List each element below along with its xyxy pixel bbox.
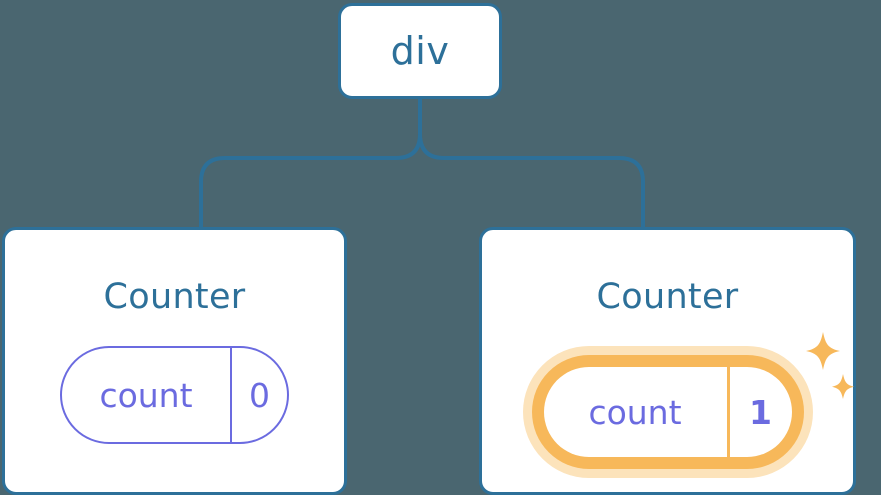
component-title: Counter [103, 277, 246, 317]
state-pill-highlight-glow: count 1 [522, 332, 854, 478]
state-pill-key-cell: count [544, 367, 730, 457]
sparkle-large-icon [805, 332, 840, 370]
state-key-label: count [99, 375, 193, 415]
state-pill-count[interactable]: count 0 [60, 346, 289, 444]
state-pill-wrapper-highlighted: count 1 [522, 332, 854, 478]
root-node-div[interactable]: div [338, 3, 502, 99]
state-pill-value-cell: 1 [730, 367, 792, 457]
state-pill-key-cell: count [62, 348, 232, 442]
component-card-counter-right[interactable]: Counter count 1 [479, 227, 856, 495]
sparkle-small-icon [831, 374, 854, 399]
state-value-label: 0 [248, 375, 270, 415]
state-pill-highlight-ring: count 1 [531, 355, 804, 469]
component-title: Counter [596, 277, 739, 317]
state-key-label: count [588, 392, 682, 432]
state-pill-wrapper: count 0 [60, 346, 289, 444]
state-pill-count[interactable]: count 1 [543, 367, 792, 457]
state-value-label: 1 [749, 392, 772, 432]
component-card-counter-left[interactable]: Counter count 0 [2, 227, 347, 495]
state-pill-value-cell: 0 [232, 348, 287, 442]
root-node-label: div [390, 29, 450, 73]
sparkle-group [805, 332, 854, 399]
